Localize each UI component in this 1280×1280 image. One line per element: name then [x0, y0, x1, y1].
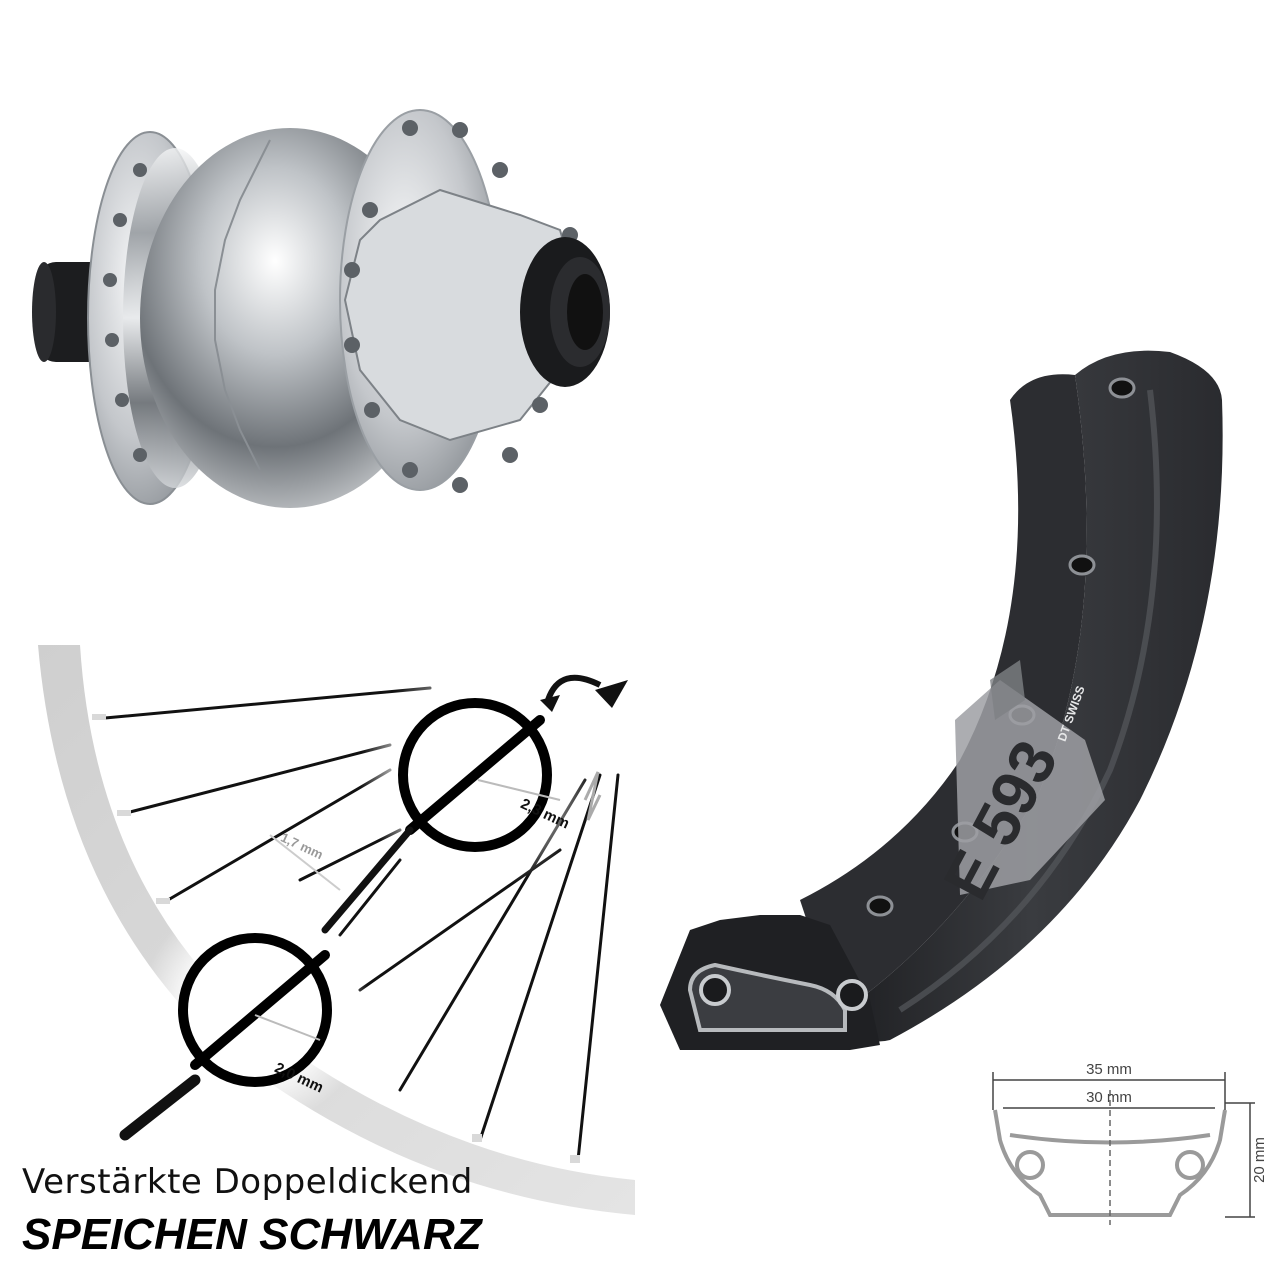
outer-width-label: 35 mm: [1086, 1061, 1132, 1078]
inner-width-label: 30 mm: [1086, 1089, 1132, 1106]
height-label: 20 mm: [1251, 1137, 1268, 1183]
caption-line-2: SPEICHEN SCHWARZ: [22, 1210, 482, 1259]
caption-line-1: Verstärkte Doppeldickend: [22, 1162, 473, 1202]
